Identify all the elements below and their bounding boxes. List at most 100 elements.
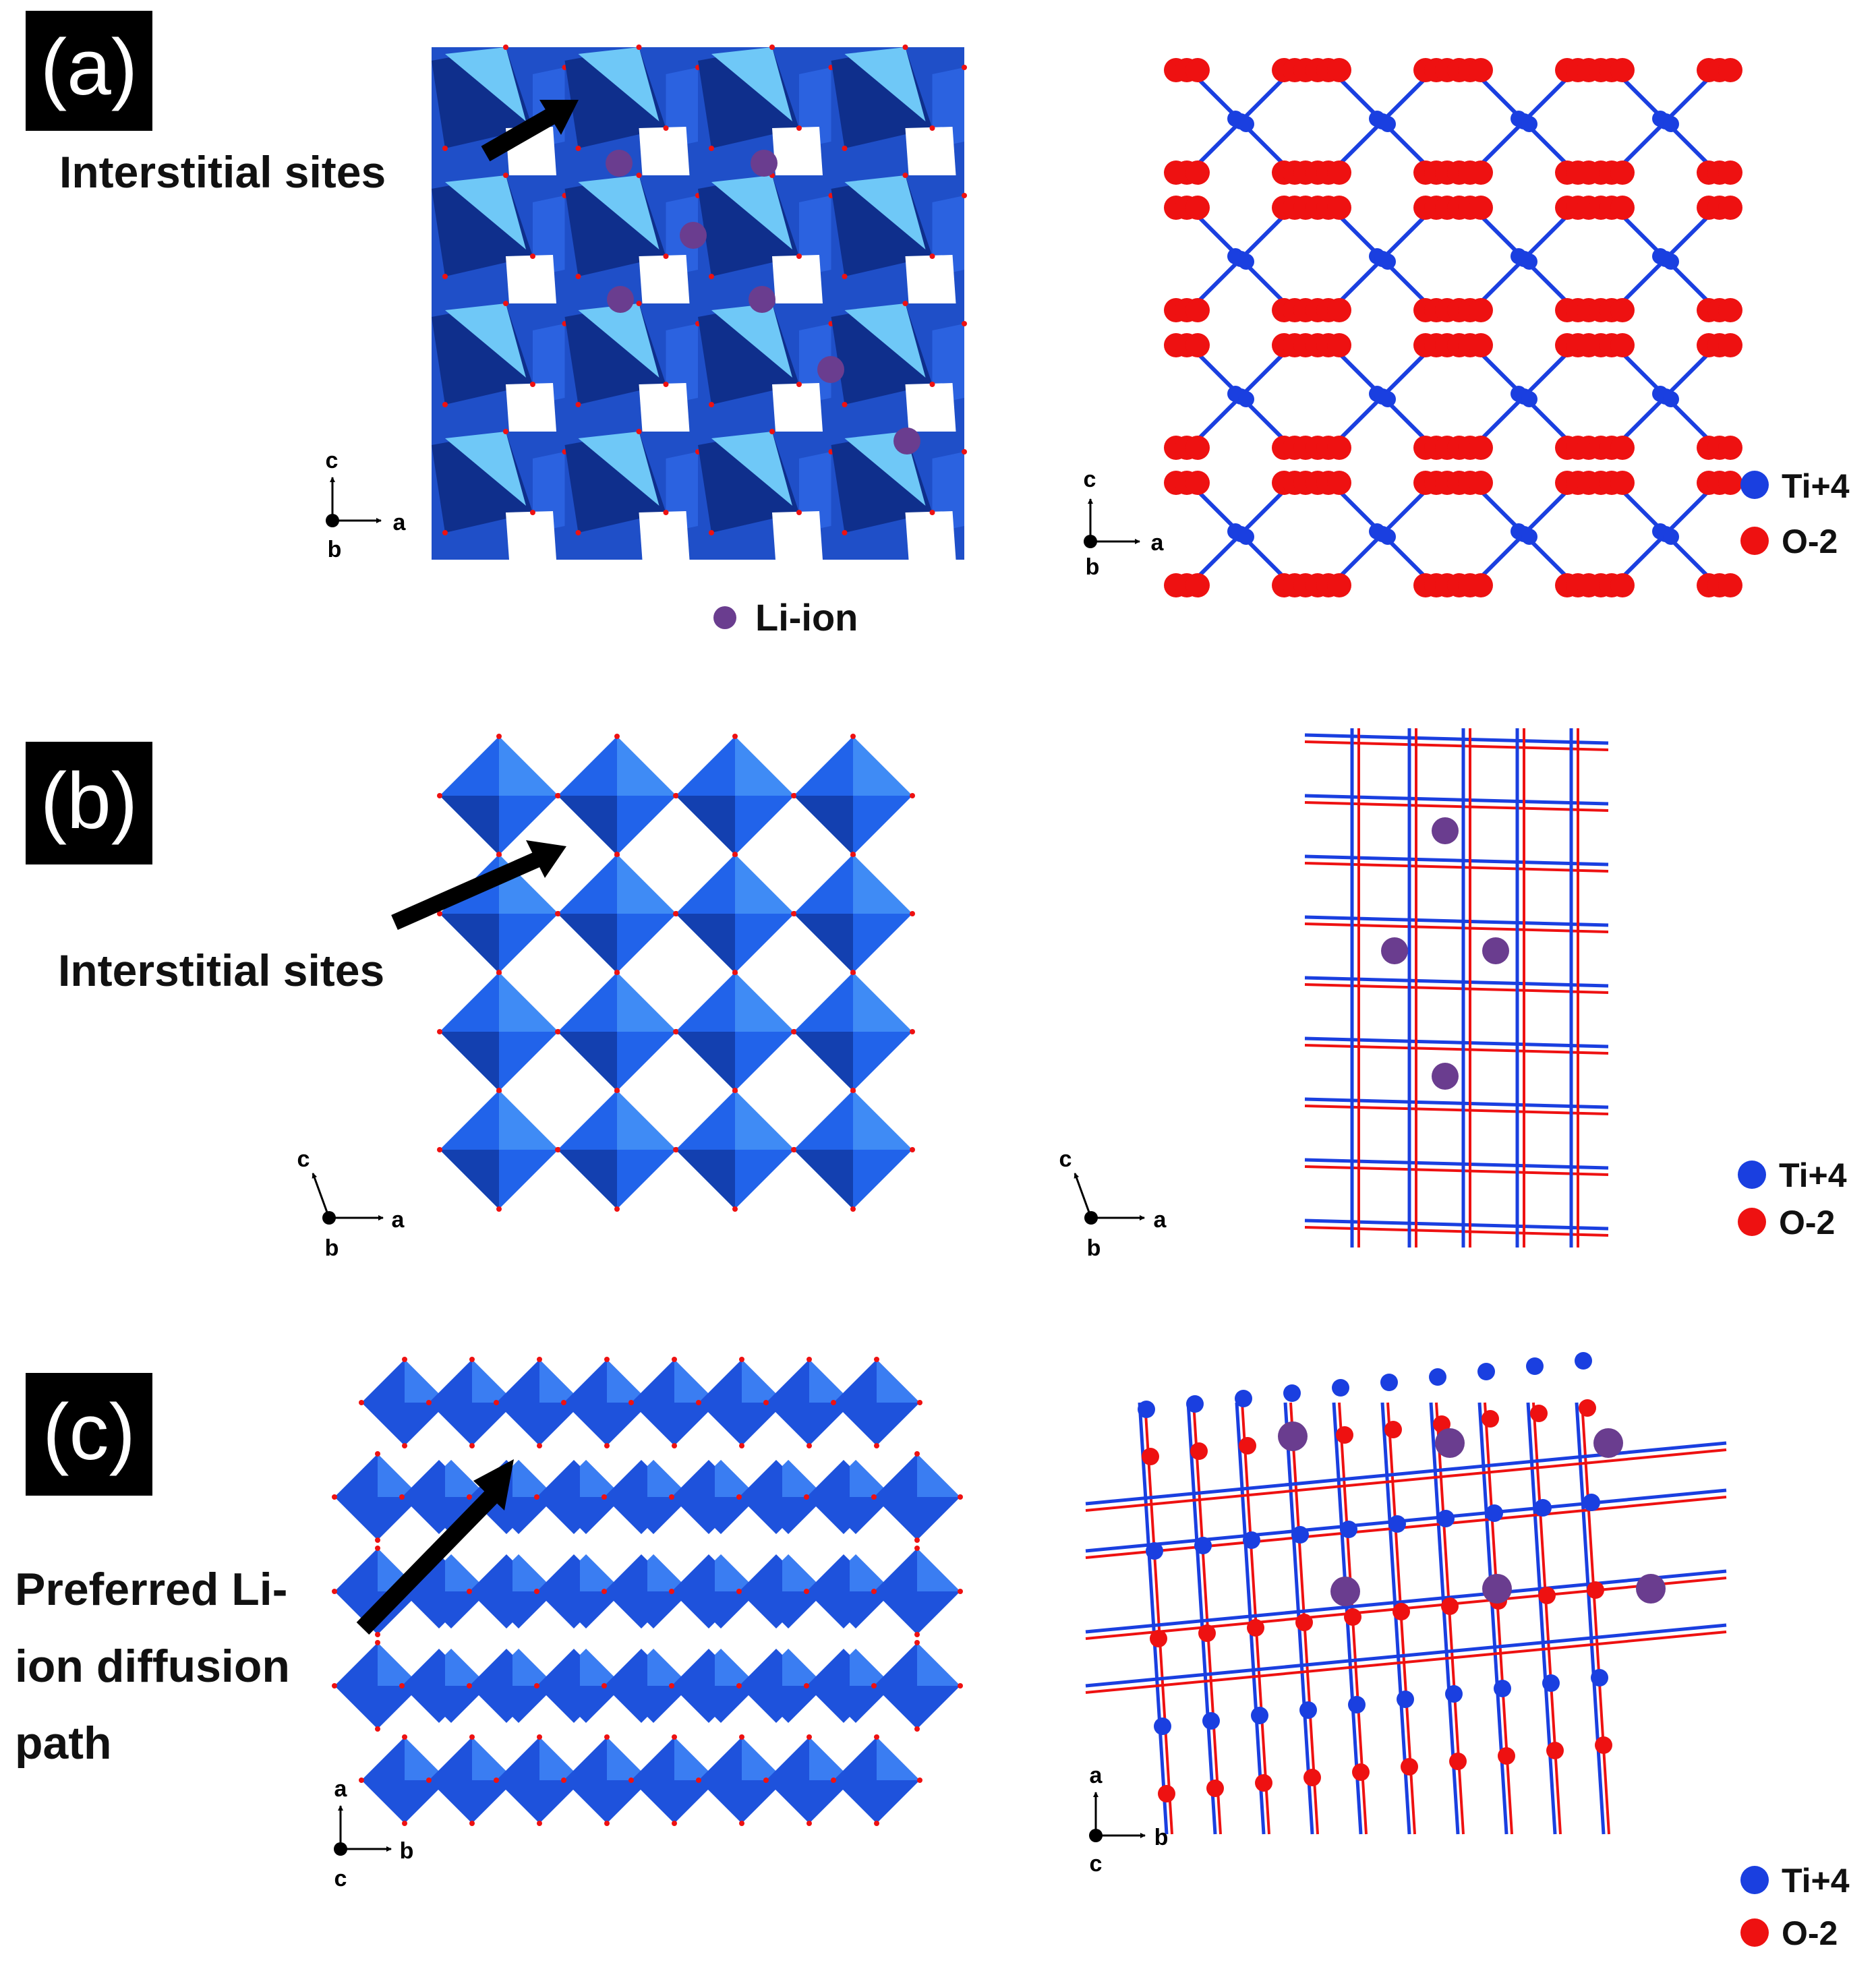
oxygen-atom bbox=[1718, 298, 1742, 322]
octahedron-light-face bbox=[617, 854, 676, 914]
oxygen-vertex bbox=[469, 1357, 475, 1362]
li-ion bbox=[680, 222, 707, 249]
li-ion bbox=[749, 286, 775, 313]
panel-b-axes-right: c a b bbox=[1059, 1146, 1167, 1261]
interstitial-site bbox=[772, 255, 823, 303]
panel-b-axes-left: c a b bbox=[297, 1146, 405, 1261]
oxygen-vertex bbox=[669, 1589, 674, 1594]
ti-o-bond bbox=[1304, 1097, 1609, 1109]
oxygen-vertex bbox=[534, 1494, 539, 1500]
oxygen-vertex bbox=[442, 530, 448, 535]
oxygen-atom bbox=[1610, 196, 1635, 220]
o-legend-marker bbox=[1740, 527, 1769, 555]
panel-a-right-axis-c: c bbox=[1084, 467, 1096, 492]
ti-o-bond bbox=[1085, 1623, 1727, 1688]
oxygen-vertex bbox=[672, 1734, 677, 1740]
li-ion bbox=[606, 150, 633, 177]
ti-o-bond bbox=[1085, 1569, 1727, 1634]
octahedron-light-face bbox=[715, 1454, 758, 1497]
oxygen-atom bbox=[1433, 1415, 1450, 1433]
oxygen-atom bbox=[1303, 1769, 1321, 1786]
octahedron-light-face bbox=[647, 1548, 691, 1591]
octahedron-dark-face bbox=[676, 1150, 735, 1209]
ti-atom bbox=[1283, 1384, 1301, 1402]
octahedron-light-face bbox=[512, 1548, 556, 1591]
oxygen-vertex bbox=[442, 146, 448, 151]
oxygen-atom bbox=[1469, 298, 1493, 322]
polyhedron-light-face bbox=[711, 47, 792, 121]
oxygen-vertex bbox=[791, 911, 796, 916]
interstitial-site bbox=[699, 1434, 731, 1466]
oxygen-vertex bbox=[614, 970, 620, 975]
octahedron-light-face bbox=[782, 1643, 825, 1686]
li-ion bbox=[817, 356, 844, 383]
oxygen-atom bbox=[1327, 298, 1351, 322]
panel-b-label: (b) bbox=[40, 757, 138, 846]
octahedron-light-face bbox=[499, 736, 558, 796]
oxygen-vertex bbox=[842, 402, 848, 407]
oxygen-vertex bbox=[791, 793, 796, 798]
ti-o-bond bbox=[1304, 801, 1609, 812]
oxygen-vertex bbox=[402, 1734, 407, 1740]
oxygen-atom bbox=[1610, 333, 1635, 357]
oxygen-vertex bbox=[437, 1029, 442, 1034]
oxygen-atom bbox=[1449, 1753, 1467, 1770]
oxygen-atom bbox=[1190, 1442, 1208, 1460]
panel-c-annotation-line-3: path bbox=[15, 1718, 112, 1769]
octahedron-dark-face bbox=[794, 1150, 853, 1209]
panel-a: (a) Interstitial sites c a b Li-ion bbox=[26, 11, 1850, 639]
oxygen-vertex bbox=[375, 1632, 380, 1637]
oxygen-vertex bbox=[796, 510, 802, 515]
ti-atom bbox=[1238, 529, 1254, 545]
octahedron-light-face bbox=[877, 1359, 920, 1403]
oxygen-vertex bbox=[604, 1443, 610, 1448]
oxygen-atom bbox=[1185, 436, 1210, 460]
octahedron-dark-face bbox=[440, 914, 499, 973]
interstitial-site bbox=[766, 1528, 798, 1560]
octahedron-light-face bbox=[647, 1643, 691, 1686]
ti-atom bbox=[1332, 1379, 1349, 1397]
panel-c-arrow-head bbox=[473, 1459, 514, 1510]
ti-atom bbox=[1154, 1718, 1171, 1735]
oxygen-vertex bbox=[732, 1206, 738, 1212]
interstitial-site bbox=[699, 1717, 731, 1749]
panel-c-right-axis-c: c bbox=[1090, 1851, 1103, 1877]
polyhedron-light-face bbox=[445, 303, 526, 378]
oxygen-atom bbox=[1150, 1630, 1167, 1647]
oxygen-vertex bbox=[736, 1683, 742, 1689]
panel-c-right-axis-a: a bbox=[1090, 1763, 1103, 1788]
panel-b-annotation: Interstitial sites bbox=[58, 840, 566, 995]
panel-a-annotation: Interstitial sites bbox=[59, 100, 579, 197]
oxygen-atom bbox=[1530, 1405, 1548, 1422]
oxygen-vertex bbox=[467, 1683, 472, 1689]
panel-a-axis-a: a bbox=[393, 510, 407, 535]
interstitial-site bbox=[564, 1434, 596, 1466]
octahedron-light-face bbox=[782, 1454, 825, 1497]
ti-o-bond bbox=[1304, 862, 1609, 873]
oxygen-vertex bbox=[709, 274, 714, 279]
panel-a-ball-stick-structure bbox=[1164, 58, 1742, 597]
polyhedron-light-face bbox=[711, 303, 792, 378]
interstitial-site bbox=[833, 1717, 866, 1749]
interstitial-site bbox=[649, 1063, 703, 1117]
octahedron-light-face bbox=[674, 1359, 717, 1403]
o-legend-label: O-2 bbox=[1782, 1914, 1838, 1952]
interstitial-site bbox=[766, 1622, 798, 1655]
oxygen-vertex bbox=[442, 402, 448, 407]
oxygen-vertex bbox=[673, 1029, 678, 1034]
oxygen-vertex bbox=[555, 911, 560, 916]
octahedron-light-face bbox=[782, 1548, 825, 1591]
ti-atom bbox=[1238, 391, 1254, 407]
panel-b-label-box bbox=[26, 742, 152, 864]
oxygen-vertex bbox=[763, 1400, 769, 1405]
oxygen-atom bbox=[1327, 58, 1351, 82]
oxygen-vertex bbox=[914, 1537, 920, 1543]
oxygen-vertex bbox=[917, 1400, 922, 1405]
oxygen-vertex bbox=[402, 1357, 407, 1362]
ti-atom bbox=[1445, 1685, 1463, 1703]
ti-o-bond bbox=[1304, 733, 1609, 745]
interstitial-site bbox=[429, 1717, 461, 1749]
oxygen-vertex bbox=[359, 1400, 364, 1405]
octahedron-light-face bbox=[580, 1454, 623, 1497]
ti-atom bbox=[1146, 1542, 1163, 1560]
